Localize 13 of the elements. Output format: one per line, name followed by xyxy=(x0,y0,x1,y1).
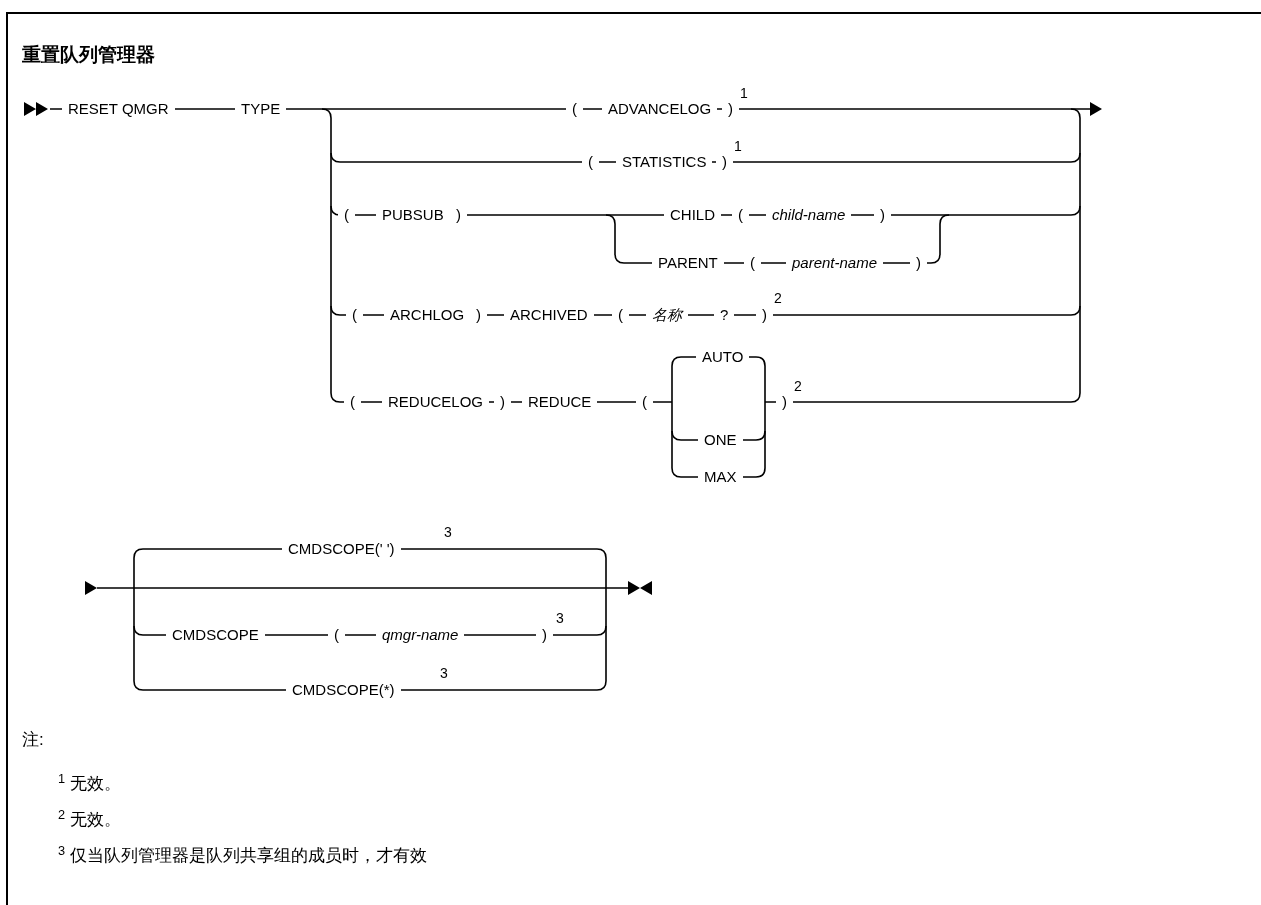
footnote-marker: 2 xyxy=(774,290,782,306)
footnote-marker: 1 xyxy=(740,85,748,101)
footnote-marker: 3 xyxy=(444,524,452,540)
footnote-marker: 1 xyxy=(734,138,742,154)
note-text: $^{2}$ 无效。 xyxy=(58,809,121,831)
notes-heading: 注: xyxy=(22,729,44,751)
note-text: $^{1}$ 无效。 xyxy=(58,773,121,795)
footnote-marker: 3 xyxy=(556,610,564,626)
diagram-title: 重置队列管理器 xyxy=(22,42,155,67)
footnote-marker: 3 xyxy=(440,665,448,681)
note-text: $^{3}$ 仅当队列管理器是队列共享组的成员时，才有效 xyxy=(58,845,427,867)
footnote-marker: 2 xyxy=(794,378,802,394)
variable-name: 名称 xyxy=(646,305,688,325)
